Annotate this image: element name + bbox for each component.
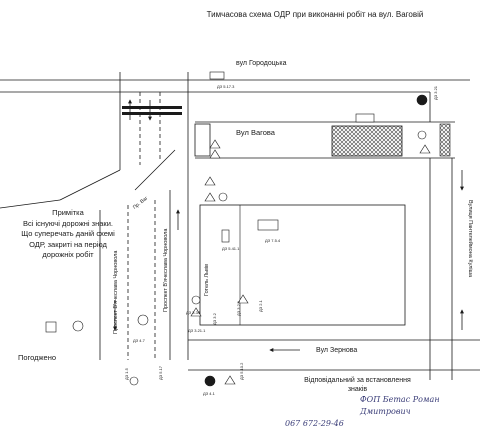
note-line: дорожніх робіт [42,250,94,259]
sign-code: ДЗ 3.34 [186,310,201,315]
bus-stop-sign [257,219,279,231]
signature-block: ФОП Бетас Роман Дмитрович 067 672-29-46 [285,394,470,430]
note-line: Що суперечать даній схемі [21,229,115,238]
give-way-sign [72,320,84,332]
sign-code: ДЗ 3.2.1 [236,300,241,316]
approval-label: Погоджено [18,353,57,362]
horodotska-street [0,79,470,93]
bus-lane-sign [221,229,230,243]
work-zone-sign [355,113,375,123]
responsible-line: знаків [347,386,368,393]
responsible-line: Відповідальний за встановлення [304,377,411,384]
responsible-block: Відповідальний за встановлення знаків [285,376,430,394]
speed-limit-sign [129,376,139,386]
warning-triangle-sign [419,144,431,154]
vahova-end-hatch [439,123,451,157]
crosswalk-top [122,106,182,115]
sign-code: ДЗ 2.1 [258,299,263,312]
sign-code: ДЗ 3.21.1 [188,328,206,333]
note-line: ОДР, закриті на період [29,239,107,249]
street-label-zernova: Вул Зернова [316,347,358,354]
hotel-block [199,204,406,326]
warning-triangle-sign [209,139,221,149]
chornovola-avenue [0,72,189,360]
warning-triangle-sign [190,307,202,317]
sign-code: ДЗ 7.5.4 [265,238,281,243]
warning-triangle-sign [237,294,249,304]
warning-triangle-sign [209,149,221,159]
sign-code: ДЗ 5.17.3 [217,84,235,89]
sign-code: ДЗ 3.2 [212,312,217,325]
info-sign [45,321,57,333]
warning-triangle-sign [204,192,216,202]
note-heading: Примітка [52,208,84,217]
speed-limit-sign [218,192,228,202]
road-sign-group [45,71,431,387]
kulisha-street [429,92,453,380]
street-label-chornovola-2: Проспект В'ячеслава Чорновола [163,228,169,312]
warning-triangle-sign [204,176,216,186]
vahova-street [194,121,455,159]
sign-code: ДЗ 3.21 [433,85,438,100]
prohibition-sign [137,314,149,326]
sign-code: ДЗ 4.1 [203,391,216,396]
hotel-label: Готель Львів [204,263,210,296]
zernova-street [188,339,480,371]
info-sign [209,71,225,80]
signature-name: ФОП Бетас Роман Дмитрович [360,395,440,416]
no-entry-sign [417,130,427,140]
sign-code: ДЗ 5.41.1 [222,246,240,251]
no-entry-sign [416,94,428,106]
sign-code: ДЗ 5.10.2 [239,362,244,380]
traffic-arrows [113,99,464,352]
street-label-chornovola-1: Проспект В'ячеслава Чорновола [113,250,119,334]
signature-phone: 067 672-29-46 [285,419,344,428]
street-label-kulisha: Вулиця Пантелеймона Куліша [467,200,473,278]
note-line: Всі існуючі дорожні знаки. [23,218,113,228]
scheme-title: Тимчасова схема ОДР при виконанні робіт … [206,10,424,19]
no-parking-sign [191,295,201,305]
street-label-vahova: Вул Вагова [236,128,275,137]
warning-triangle-sign [224,375,236,385]
sign-code: ДЗ 4.7 [133,338,146,343]
street-label-horodotska: вул Городоцька [236,60,287,67]
direction-sign [204,375,216,387]
work-zone [331,125,403,157]
note-block: Примітка Всі існуючі дорожні знаки. Що с… [8,208,128,261]
sign-code: ДЗ 5.17 [158,365,163,380]
sign-code: ДЗ 1.5 [124,367,129,380]
